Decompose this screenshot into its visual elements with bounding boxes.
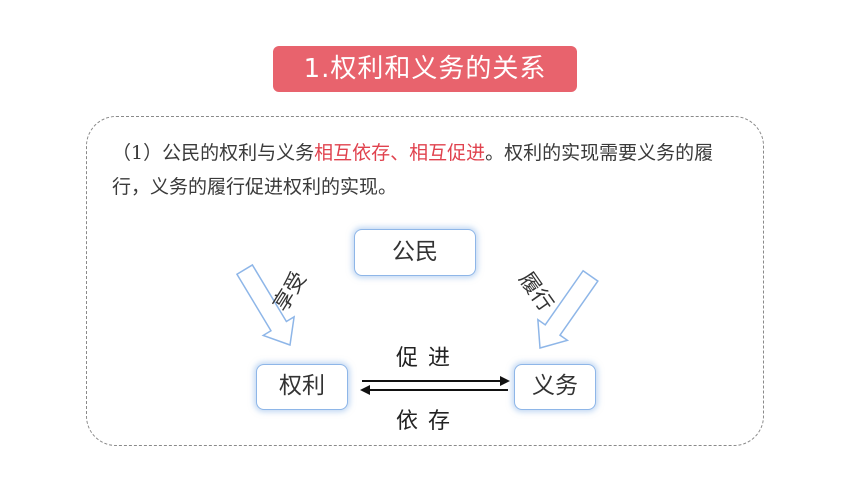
explanation-paragraph: （1）公民的权利与义务相互依存、相互促进。权利的实现需要义务的履行，义务的履行促…: [112, 136, 742, 204]
rights-node: 权利: [256, 364, 348, 410]
paragraph-suffix: 。权利的实现需要义务的履行，义务的履行促进权利的实现。: [112, 142, 714, 198]
enjoy-arrow: [235, 263, 296, 347]
citizen-node: 公民: [354, 229, 476, 276]
duties-node: 义务: [514, 364, 596, 410]
depend-label: 依存: [396, 409, 461, 434]
section-title: 1.权利和义务的关系: [273, 46, 577, 92]
paragraph-prefix: （1）公民的权利与义务: [112, 142, 315, 164]
promote-label: 促进: [396, 346, 461, 371]
perform-arrow: [537, 269, 599, 349]
paragraph-highlight: 相互依存、相互促进: [314, 142, 486, 164]
content-panel: [86, 116, 764, 446]
